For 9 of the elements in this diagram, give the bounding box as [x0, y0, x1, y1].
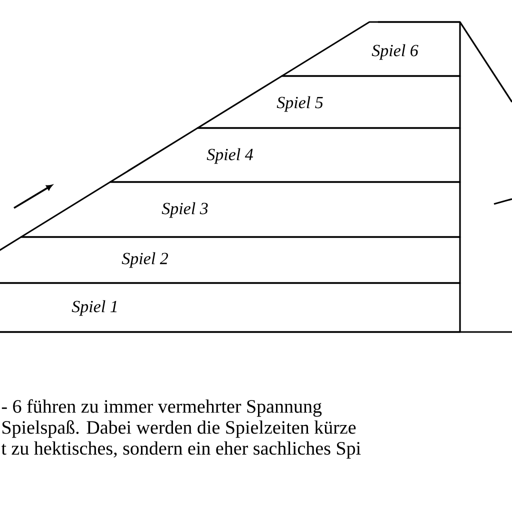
band: Spiel 2	[0, 236, 461, 284]
band: Spiel 6	[281, 21, 461, 77]
band: Spiel 5	[196, 75, 461, 129]
band: Spiel 3	[20, 181, 461, 238]
band: Spiel 4	[109, 127, 461, 183]
text-line: Spielspaß. Dabei werden die Spielzeiten kürze	[2, 420, 356, 438]
text-line: - 6 führen zu immer vermehrter Spannung	[2, 399, 322, 417]
band: Spiel 1	[0, 282, 461, 333]
text-line: t zu hektisches, sondern ein eher sachliches Spi	[1, 441, 361, 459]
